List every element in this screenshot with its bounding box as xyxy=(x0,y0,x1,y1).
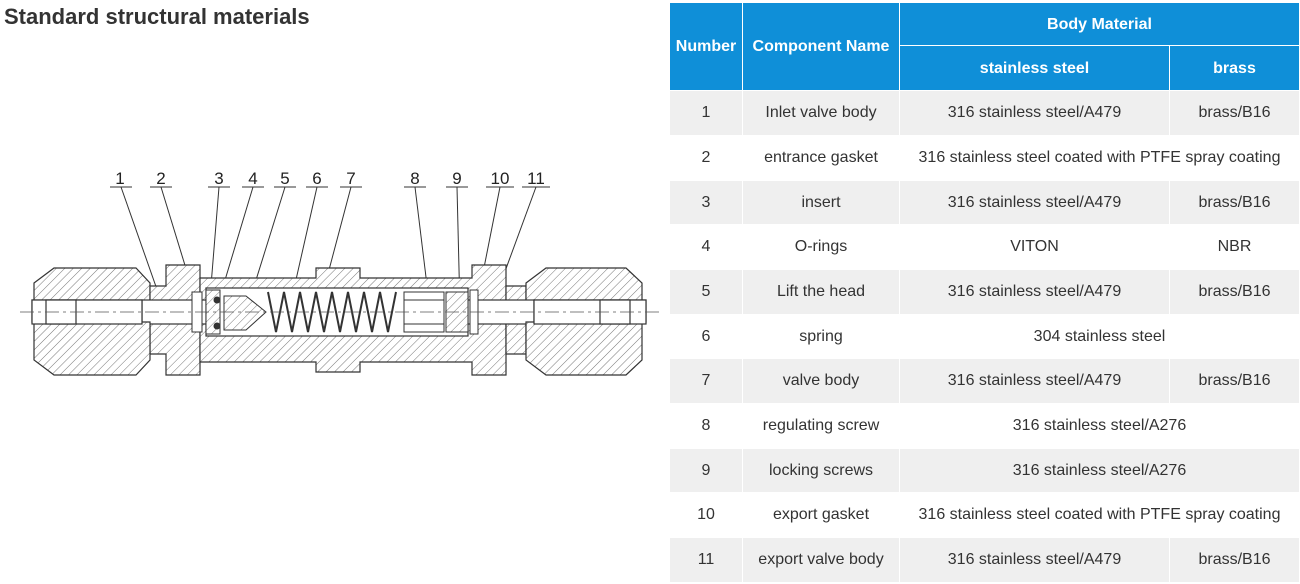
cell-component: valve body xyxy=(742,358,900,404)
cell-number: 9 xyxy=(669,448,743,493)
cell-component: export gasket xyxy=(742,492,900,538)
header-number: Number xyxy=(669,2,743,91)
callout-9: 9 xyxy=(452,169,461,188)
cell-stainless: 316 stainless steel/A479 xyxy=(899,180,1170,225)
cell-brass: brass/B16 xyxy=(1169,180,1300,225)
table-row: 4 O-rings VITON NBR xyxy=(669,224,1300,270)
callout-numbers: 1 2 3 4 5 6 7 8 9 10 11 xyxy=(115,169,545,188)
materials-table: Number Component Name Body Material stai… xyxy=(669,2,1300,583)
callout-5: 5 xyxy=(280,169,289,188)
header-stainless-steel: stainless steel xyxy=(899,45,1170,91)
cell-stainless: 316 stainless steel/A479 xyxy=(899,358,1170,404)
lift-head xyxy=(223,295,267,331)
callout-1: 1 xyxy=(115,169,124,188)
table-row: 1 Inlet valve body 316 stainless steel/A… xyxy=(669,90,1300,136)
cell-number: 10 xyxy=(669,492,743,538)
cell-brass: brass/B16 xyxy=(1169,269,1300,315)
table-row: 9 locking screws 316 stainless steel/A27… xyxy=(669,448,1300,493)
cell-number: 2 xyxy=(669,135,743,181)
cell-component: regulating screw xyxy=(742,403,900,449)
cell-component: Inlet valve body xyxy=(742,90,900,136)
header-body-material: Body Material xyxy=(899,2,1300,46)
callout-3: 3 xyxy=(214,169,223,188)
page-title: Standard structural materials xyxy=(4,4,310,29)
cell-stainless: 316 stainless steel/A479 xyxy=(899,90,1170,136)
valve-cross-section-drawing: 1 2 3 4 5 6 7 8 9 10 11 xyxy=(20,169,660,376)
cell-number: 3 xyxy=(669,180,743,225)
table-row: 6 spring 304 stainless steel xyxy=(669,314,1300,359)
table-row: 11 export valve body 316 stainless steel… xyxy=(669,537,1300,583)
header-component-name: Component Name xyxy=(742,2,900,91)
cell-component: spring xyxy=(742,314,900,359)
callout-11: 11 xyxy=(527,169,545,188)
table-row: 5 Lift the head 316 stainless steel/A479… xyxy=(669,269,1300,315)
cell-number: 7 xyxy=(669,358,743,404)
table-row: 3 insert 316 stainless steel/A479 brass/… xyxy=(669,180,1300,225)
cell-number: 8 xyxy=(669,403,743,449)
cell-component: locking screws xyxy=(742,448,900,493)
cell-component: O-rings xyxy=(742,224,900,270)
callout-8: 8 xyxy=(410,169,419,188)
cell-component: export valve body xyxy=(742,537,900,583)
cell-material-combined: 316 stainless steel/A276 xyxy=(899,403,1300,449)
cell-brass: NBR xyxy=(1169,224,1300,270)
cell-number: 1 xyxy=(669,90,743,136)
cell-material-combined: 316 stainless steel/A276 xyxy=(899,448,1300,493)
callout-7: 7 xyxy=(346,169,355,188)
cell-material-combined: 316 stainless steel coated with PTFE spr… xyxy=(899,492,1300,538)
cell-stainless: 316 stainless steel/A479 xyxy=(899,537,1170,583)
cell-material-combined: 316 stainless steel coated with PTFE spr… xyxy=(899,135,1300,181)
table-row: 7 valve body 316 stainless steel/A479 br… xyxy=(669,358,1300,404)
cell-material-combined: 304 stainless steel xyxy=(899,314,1300,359)
table-row: 2 entrance gasket 316 stainless steel co… xyxy=(669,135,1300,181)
cell-brass: brass/B16 xyxy=(1169,90,1300,136)
table-row: 8 regulating screw 316 stainless steel/A… xyxy=(669,403,1300,449)
cell-number: 11 xyxy=(669,537,743,583)
cell-brass: brass/B16 xyxy=(1169,358,1300,404)
cell-number: 4 xyxy=(669,224,743,270)
cell-stainless: 316 stainless steel/A479 xyxy=(899,269,1170,315)
cell-stainless: VITON xyxy=(899,224,1170,270)
table-row: 10 export gasket 316 stainless steel coa… xyxy=(669,492,1300,538)
cell-brass: brass/B16 xyxy=(1169,537,1300,583)
callout-2: 2 xyxy=(156,169,165,188)
cell-number: 6 xyxy=(669,314,743,359)
cell-component: entrance gasket xyxy=(742,135,900,181)
callout-10: 10 xyxy=(491,169,510,188)
cell-component: Lift the head xyxy=(742,269,900,315)
callout-4: 4 xyxy=(248,169,257,188)
callout-6: 6 xyxy=(312,169,321,188)
header-brass: brass xyxy=(1169,45,1300,91)
cell-component: insert xyxy=(742,180,900,225)
cell-number: 5 xyxy=(669,269,743,315)
spring xyxy=(267,291,397,333)
